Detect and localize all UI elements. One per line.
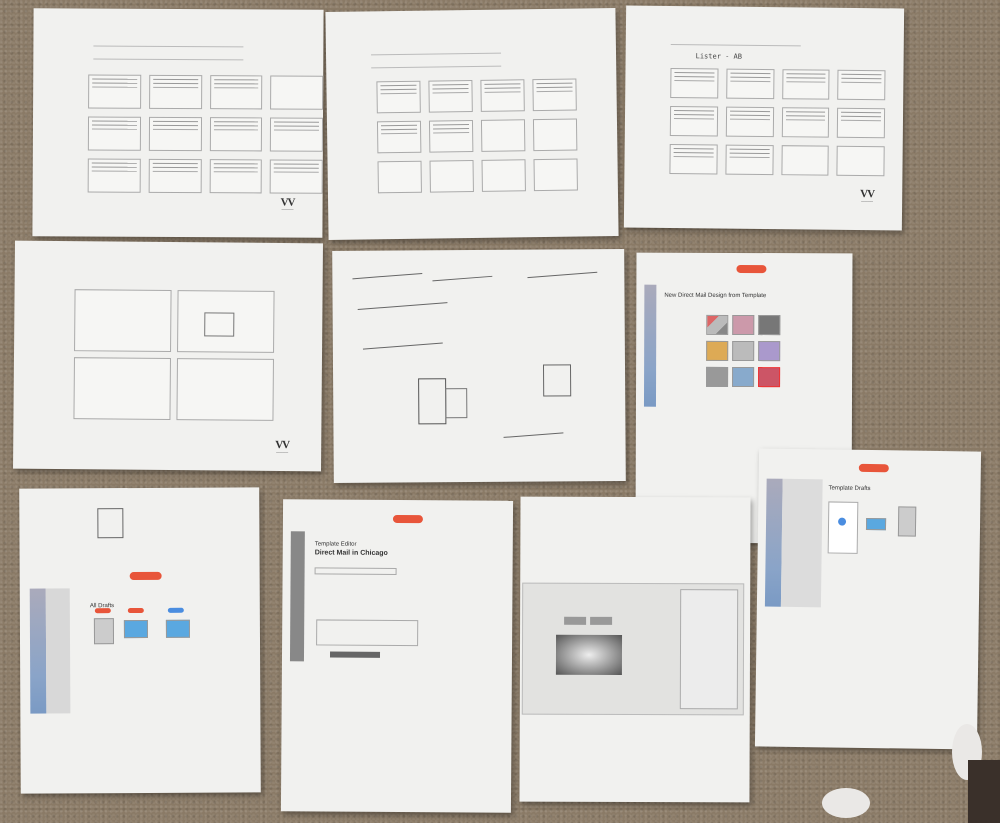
storyboard-sheet-2 — [325, 7, 619, 241]
vv-logo: VV———— — [275, 438, 290, 455]
storyboard-sheet-3: Lister - AB VV———— — [623, 5, 905, 231]
storyboard-sheet-1: VV———— — [32, 8, 324, 238]
page-title: Direct Mail in Chicago — [314, 549, 388, 557]
wireframe-template-drafts: Template Drafts — [754, 448, 982, 750]
sketch-sheet — [332, 248, 626, 484]
wireframe-design-canvas — [519, 496, 751, 803]
wireframe-template-editor: Template Editor Direct Mail in Chicago — [280, 499, 514, 813]
dog-paw — [822, 788, 870, 818]
page-title: Template Drafts — [828, 485, 871, 493]
wireframe-all-drafts: All Drafts — [19, 487, 261, 794]
handwritten-field: Lister - AB — [695, 52, 743, 61]
vv-logo: VV———— — [860, 188, 875, 204]
storyboard-sheet-4: VV———— — [13, 240, 323, 472]
page-title: New Direct Mail Design from Template — [664, 292, 767, 300]
page-subtitle: Template Editor — [314, 541, 357, 548]
vv-logo: VV———— — [280, 196, 295, 212]
